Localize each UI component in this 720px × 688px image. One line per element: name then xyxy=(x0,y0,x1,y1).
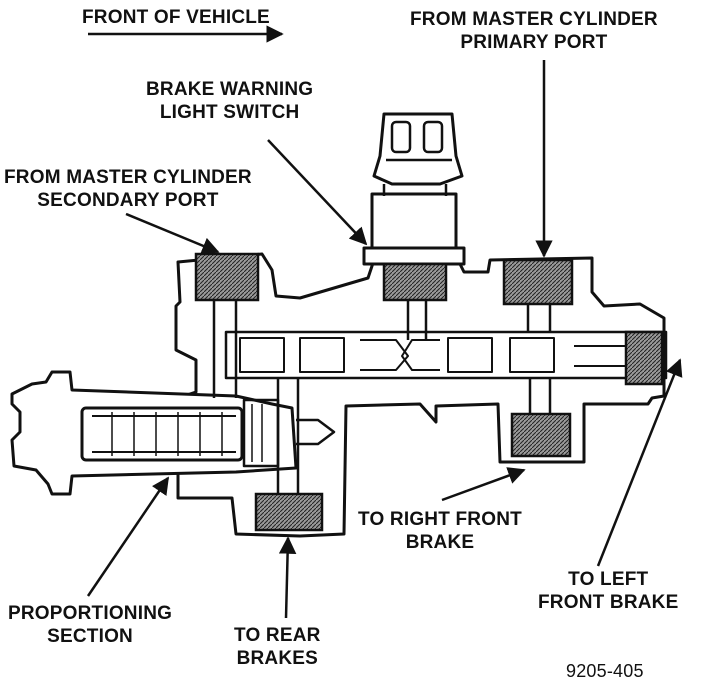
secondary-port-arrow xyxy=(125,212,220,255)
left-front-arrow xyxy=(596,358,683,567)
switch-port-fitting xyxy=(382,262,448,302)
warning-switch-body xyxy=(370,192,458,250)
warning-piston-bore xyxy=(224,330,668,380)
proportioning-arrow xyxy=(86,476,170,597)
label-primary-port: FROM MASTER CYLINDER PRIMARY PORT xyxy=(410,9,658,53)
label-front-of-vehicle: FRONT OF VEHICLE xyxy=(82,7,270,28)
label-right-front-brake: TO RIGHT FRONT BRAKE xyxy=(358,509,522,553)
label-left-front-brake: TO LEFT FRONT BRAKE xyxy=(538,569,679,613)
proportioning-spool xyxy=(80,406,244,462)
right-front-fitting xyxy=(510,412,572,458)
warning-switch-connector xyxy=(372,112,464,186)
left-front-fitting xyxy=(624,330,664,386)
primary-port-fitting xyxy=(502,258,574,306)
right-front-arrow xyxy=(441,467,526,502)
warning-switch-flange xyxy=(362,246,466,266)
label-secondary-port: FROM MASTER CYLINDER SECONDARY PORT xyxy=(4,167,252,211)
secondary-port-fitting xyxy=(194,252,260,302)
rear-brakes-arrow xyxy=(278,536,297,619)
proportioning-plunger-tip xyxy=(296,418,336,446)
label-rear-brakes: TO REAR BRAKES xyxy=(234,625,321,669)
rear-brakes-fitting xyxy=(254,492,324,532)
label-proportioning-section: PROPORTIONING SECTION xyxy=(8,603,173,647)
label-brake-warning-switch: BRAKE WARNING LIGHT SWITCH xyxy=(146,79,314,123)
figure-number: 9205-405 xyxy=(566,661,644,681)
warning-switch-arrow xyxy=(267,139,368,246)
